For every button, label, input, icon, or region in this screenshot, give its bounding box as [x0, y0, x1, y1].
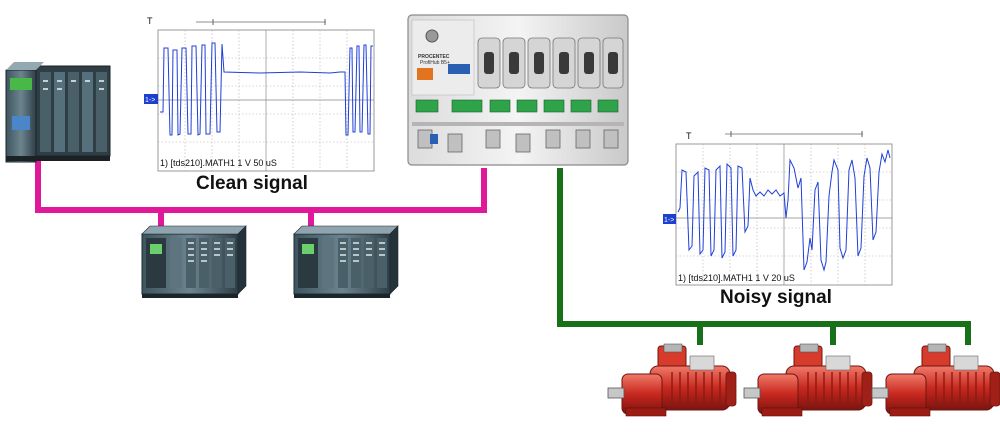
motor-1: [607, 343, 737, 417]
trigger-marker: T: [147, 16, 153, 26]
scope-noisy: T 1-> 1) [tds210].MATH1 1 V 20 uS: [663, 131, 893, 286]
channel-marker: 1->: [145, 97, 155, 104]
slave-plc-1: [141, 225, 247, 299]
slave-plc-2: [293, 225, 399, 299]
clean-signal-caption: Clean signal: [196, 173, 308, 194]
profihub-brand: PROCENTEC: [418, 54, 450, 60]
noisy-signal-caption: Noisy signal: [720, 287, 832, 308]
master-plc: [5, 62, 111, 163]
profibus-cable-green: [557, 168, 971, 345]
scope-readout: 1) [tds210].MATH1 1 V 50 uS: [160, 158, 277, 168]
scope-clean: T 1-> 1) [tds210].MATH1 1 V 50 uS: [144, 16, 375, 172]
profihub-repeater: PROCENTEC ProfiHub B5+: [407, 14, 629, 166]
profihub-model: ProfiHub B5+: [420, 60, 450, 66]
motor-3: [871, 343, 1000, 417]
scope-readout: 1) [tds210].MATH1 1 V 20 uS: [678, 273, 795, 283]
channel-marker: 1->: [664, 217, 674, 224]
trigger-marker: T: [686, 131, 692, 141]
motor-2: [743, 343, 873, 417]
